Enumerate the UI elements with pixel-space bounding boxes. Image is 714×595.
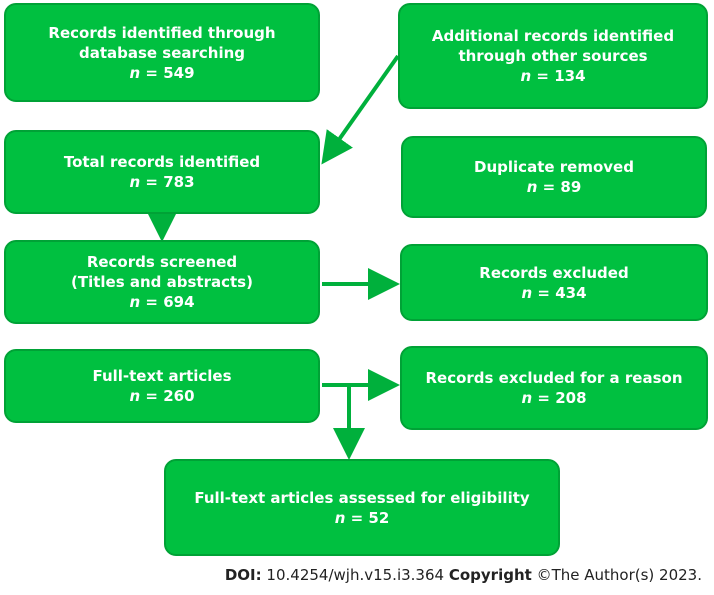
n-label: n <box>521 283 533 302</box>
n-value: = 694 <box>145 293 195 311</box>
n-value: = 260 <box>145 387 195 405</box>
n-value: = 783 <box>145 173 195 191</box>
box-count: n = 694 <box>129 292 194 312</box>
n-label: n <box>129 173 141 191</box>
box-line: Full-text articles assessed for eligibil… <box>194 488 530 507</box>
arrow-other-to-total <box>321 54 400 165</box>
box-count: n = 89 <box>527 177 582 197</box>
box-count: n = 434 <box>521 283 586 303</box>
doi-value: 10.4254/wjh.v15.i3.364 <box>266 566 445 584</box>
n-value: = 89 <box>542 178 582 196</box>
box-count: n = 52 <box>335 508 390 528</box>
box-line: Records screened <box>86 253 238 271</box>
box-records-excluded-reason: Records excluded for a reason n = 208 <box>400 346 708 430</box>
box-line: Full-text articles <box>92 367 232 385</box>
box-duplicates-removed: Duplicate removed n = 89 <box>401 136 707 218</box>
n-label: n <box>526 178 538 196</box>
box-full-text-articles: Full-text articles n = 260 <box>4 349 320 423</box>
n-value: = 208 <box>537 389 587 407</box>
n-label: n <box>129 293 141 311</box>
n-label: n <box>521 389 533 407</box>
box-count: n = 783 <box>129 172 194 192</box>
box-records-identified-database: Records identified through database sear… <box>4 3 320 102</box>
box-line: through other sources <box>458 47 648 65</box>
copyright-value: ©The Author(s) 2023. <box>536 566 702 584</box>
box-count: n = 134 <box>520 66 585 86</box>
n-label: n <box>129 63 141 82</box>
box-line: Records excluded <box>479 263 629 282</box>
box-line: Records identified through <box>48 23 276 42</box>
box-line: Total records identified <box>63 153 261 171</box>
box-count: n = 549 <box>129 63 194 83</box>
n-value: = 549 <box>145 63 195 82</box>
box-line: database searching <box>78 43 246 62</box>
doi-label: DOI: <box>224 566 262 584</box>
box-line: Records excluded for a reason <box>425 369 683 387</box>
copyright-label: Copyright <box>448 566 532 584</box>
box-line: (Titles and abstracts) <box>71 273 253 291</box>
box-line: Duplicate removed <box>474 158 634 176</box>
n-label: n <box>334 508 346 527</box>
n-label: n <box>520 67 532 85</box>
box-count: n = 208 <box>521 388 586 408</box>
n-label: n <box>129 387 141 405</box>
citation-footer: DOI: 10.4254/wjh.v15.i3.364 Copyright ©T… <box>0 566 714 584</box>
box-records-identified-other: Additional records identified through ot… <box>398 3 708 109</box>
box-records-screened: Records screened (Titles and abstracts) … <box>4 240 320 324</box>
box-records-excluded: Records excluded n = 434 <box>400 244 708 321</box>
n-value: = 52 <box>350 508 390 527</box>
box-assessed-for-eligibility: Full-text articles assessed for eligibil… <box>164 459 560 556</box>
box-line: Additional records identified <box>431 27 675 45</box>
n-value: = 134 <box>536 67 586 85</box>
n-value: = 434 <box>537 283 587 302</box>
box-count: n = 260 <box>129 386 194 406</box>
box-total-records: Total records identified n = 783 <box>4 130 320 214</box>
